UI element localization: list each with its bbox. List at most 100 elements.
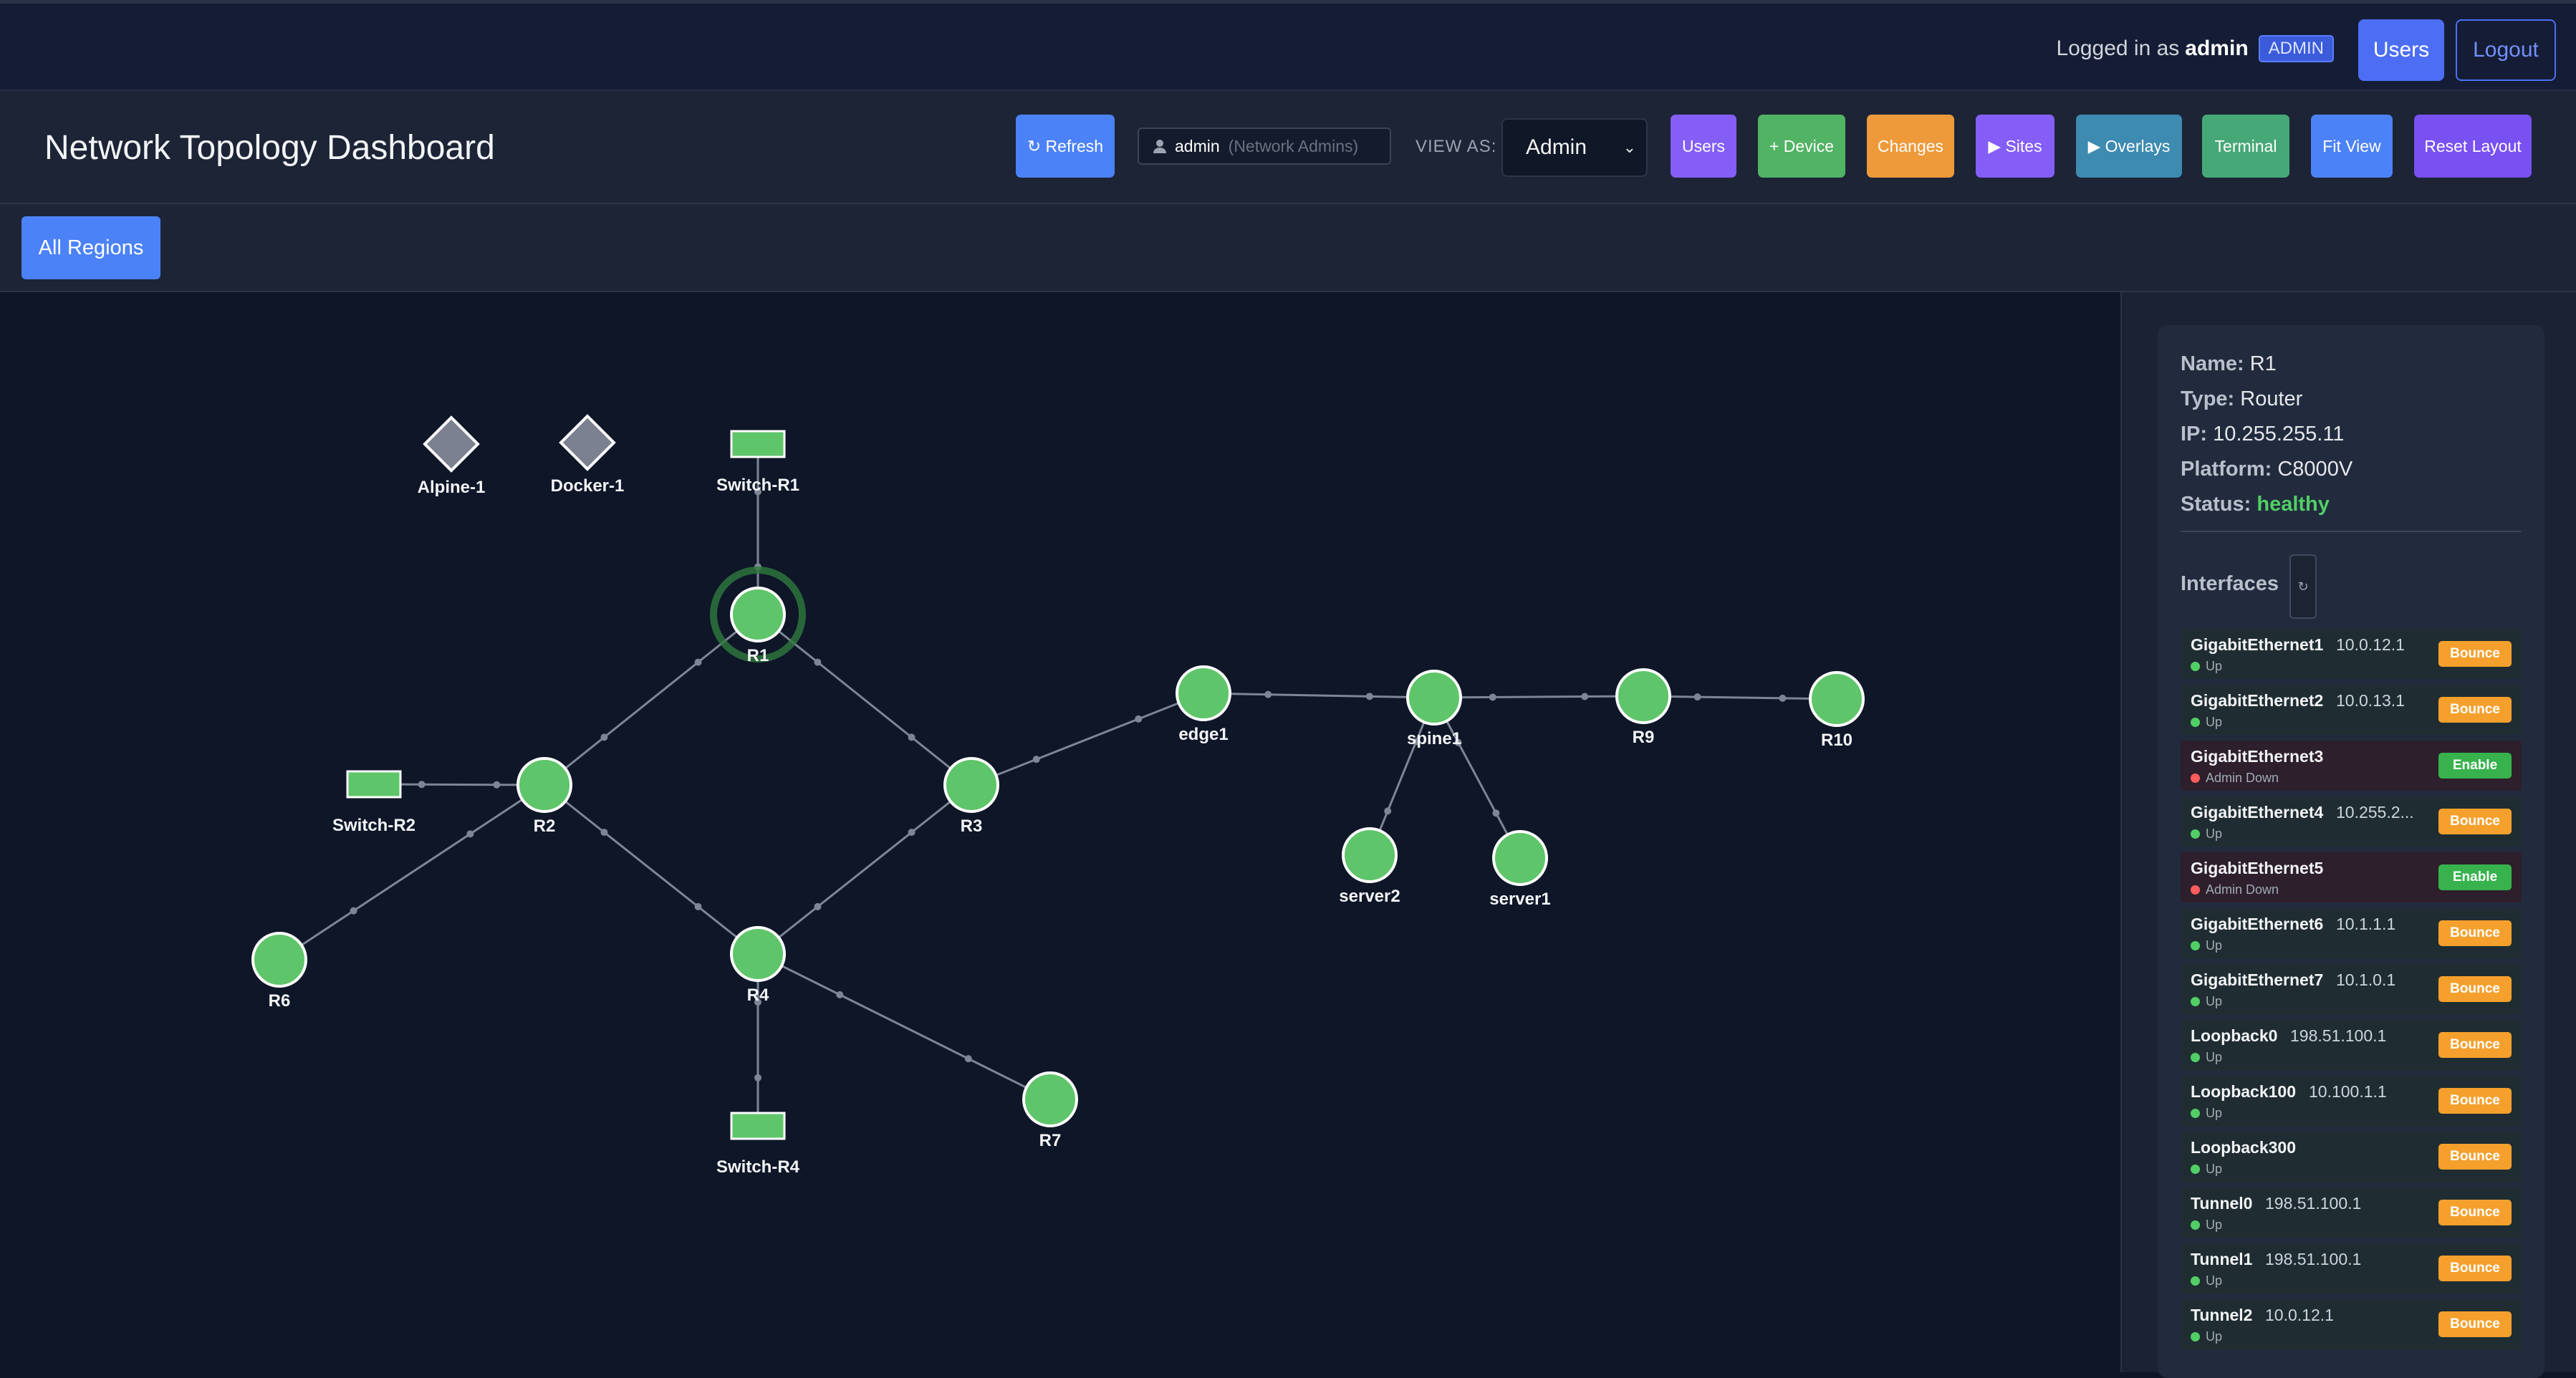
status-dot-icon <box>2191 1109 2200 1118</box>
node-R10[interactable]: R10 <box>1809 671 1865 750</box>
terminal-button[interactable]: Terminal <box>2202 115 2289 178</box>
link-R4-R7[interactable] <box>757 953 1051 1101</box>
router-node-shape <box>1492 830 1548 886</box>
device-details-card: Name: R1 Type: Router IP: 10.255.255.11 … <box>2158 325 2544 1378</box>
interface-bounce-button[interactable]: Bounce <box>2438 1144 2512 1170</box>
node-edge1[interactable]: edge1 <box>1176 665 1231 744</box>
router-node-shape <box>730 587 786 642</box>
add-device-button[interactable]: + Device <box>1758 115 1845 178</box>
node-R1[interactable]: R1 <box>710 567 806 665</box>
users-button[interactable]: Users <box>1671 115 1736 178</box>
link-endpoint-dot <box>1581 693 1589 700</box>
interface-bounce-button[interactable]: Bounce <box>2438 920 2512 946</box>
interface-name: Loopback300 <box>2191 1138 2296 1157</box>
top-users-button[interactable]: Users <box>2358 19 2444 81</box>
node-Switch-R2[interactable]: Switch-R2 <box>332 770 415 835</box>
node-Docker-1[interactable]: Docker-1 <box>551 414 625 496</box>
node-label: server1 <box>1489 890 1550 909</box>
link-endpoint-dot <box>754 488 761 496</box>
link-spine1-R9[interactable] <box>1433 695 1644 699</box>
node-R2[interactable]: R2 <box>516 757 572 836</box>
node-server2[interactable]: server2 <box>1339 827 1400 906</box>
status-dot-icon <box>2191 829 2200 839</box>
interface-state: Up <box>2191 715 2222 730</box>
node-Alpine-1[interactable]: Alpine-1 <box>418 415 486 497</box>
all-regions-button[interactable]: All Regions <box>21 216 160 279</box>
node-label: R9 <box>1633 728 1655 747</box>
interface-enable-button[interactable]: Enable <box>2438 753 2512 779</box>
interface-name: GigabitEthernet7 <box>2191 970 2324 989</box>
switch-node-shape <box>730 1112 786 1140</box>
link-edge1-spine1[interactable] <box>1203 692 1435 699</box>
node-Switch-R1[interactable]: Switch-R1 <box>716 430 799 495</box>
link-endpoint-dot <box>814 902 822 910</box>
link-R2-R4[interactable] <box>544 784 759 955</box>
interface-bounce-button[interactable]: Bounce <box>2438 809 2512 834</box>
interface-bounce-button[interactable]: Bounce <box>2438 697 2512 723</box>
status-dot-icon <box>2191 662 2200 671</box>
refresh-button[interactable]: ↻ Refresh <box>1016 115 1115 178</box>
link-endpoint-dot <box>1412 738 1420 746</box>
divider <box>2181 531 2522 532</box>
interface-bounce-button[interactable]: Bounce <box>2438 1311 2512 1337</box>
interface-bounce-button[interactable]: Bounce <box>2438 1200 2512 1225</box>
node-R3[interactable]: R3 <box>943 757 999 836</box>
link-spine1-server1[interactable] <box>1433 697 1522 859</box>
node-R4[interactable]: R4 <box>730 926 786 1005</box>
detail-platform: Platform: C8000V <box>2181 458 2353 481</box>
link-endpoint-dot <box>1384 807 1392 815</box>
interfaces-heading: Interfaces <box>2181 572 2279 595</box>
interface-enable-button[interactable]: Enable <box>2438 864 2512 890</box>
node-R6[interactable]: R6 <box>251 932 307 1011</box>
interface-bounce-button[interactable]: Bounce <box>2438 641 2512 667</box>
node-server1[interactable]: server1 <box>1489 830 1551 909</box>
logout-button[interactable]: Logout <box>2456 19 2556 81</box>
changes-button[interactable]: Changes <box>1867 115 1954 178</box>
interface-name: Tunnel1 <box>2191 1250 2253 1268</box>
interface-ip: 198.51.100.1 <box>2290 1026 2387 1045</box>
refresh-icon[interactable]: ↻ <box>2289 554 2317 619</box>
node-R7[interactable]: R7 <box>1022 1071 1078 1150</box>
status-dot-icon <box>2191 1276 2200 1286</box>
sites-button[interactable]: ▶ Sites <box>1976 115 2054 178</box>
reset-layout-button[interactable]: Reset Layout <box>2414 115 2532 178</box>
interface-bounce-button[interactable]: Bounce <box>2438 1088 2512 1114</box>
link-endpoint-dot <box>964 1055 972 1063</box>
link-R3-edge1[interactable] <box>971 692 1204 786</box>
node-label: Switch-R1 <box>716 476 799 495</box>
current-user-chip: admin (Network Admins) <box>1138 127 1391 165</box>
interface-name: GigabitEthernet2 <box>2191 691 2324 710</box>
node-label: R6 <box>269 991 291 1011</box>
status-dot-icon <box>2191 885 2200 895</box>
detail-ip: IP: 10.255.255.11 <box>2181 423 2345 445</box>
link-spine1-server2[interactable] <box>1368 697 1436 856</box>
current-user-group: (Network Admins) <box>1228 136 1359 155</box>
interface-ip: 10.0.12.1 <box>2336 635 2405 654</box>
overlays-button[interactable]: ▶ Overlays <box>2076 115 2182 178</box>
view-as-select[interactable]: Admin ⌄ <box>1501 118 1648 177</box>
node-Switch-R4[interactable]: Switch-R4 <box>716 1112 800 1177</box>
interface-bounce-button[interactable]: Bounce <box>2438 1256 2512 1281</box>
interface-bounce-button[interactable]: Bounce <box>2438 976 2512 1002</box>
link-R9-R10[interactable] <box>1643 695 1837 700</box>
interface-state: Up <box>2191 1050 2222 1065</box>
link-Switch-R2-R2[interactable] <box>373 783 545 786</box>
node-label: spine1 <box>1407 729 1461 748</box>
container-node-shape <box>423 415 480 473</box>
node-R9[interactable]: R9 <box>1615 668 1671 747</box>
link-R3-R4[interactable] <box>757 784 972 955</box>
link-endpoint-dot <box>600 829 608 837</box>
current-user-name: admin <box>1175 136 1220 155</box>
node-spine1[interactable]: spine1 <box>1406 670 1462 748</box>
node-label: edge1 <box>1178 725 1228 744</box>
link-R2-R6[interactable] <box>279 784 545 961</box>
fit-view-button[interactable]: Fit View <box>2311 115 2393 178</box>
interface-bounce-button[interactable]: Bounce <box>2438 1032 2512 1058</box>
router-node-shape <box>1176 665 1231 721</box>
